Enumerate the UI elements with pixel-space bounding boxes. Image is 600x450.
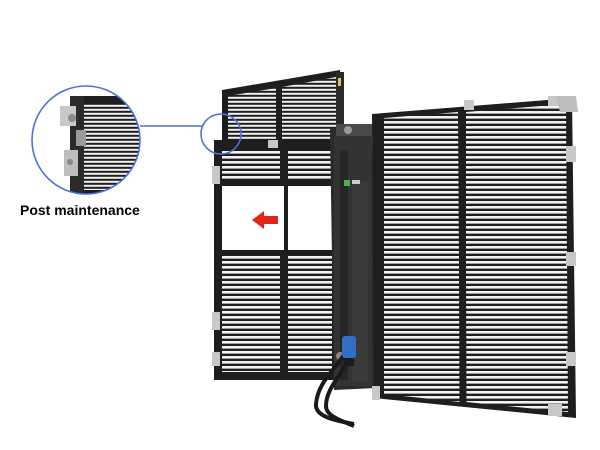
power-cable: [314, 336, 356, 428]
callout-ring: [31, 85, 141, 195]
right-cabinet: [372, 96, 578, 418]
removed-module-slot-right: [288, 186, 332, 250]
zoom-callout: [31, 85, 141, 195]
left-cabinet: [212, 140, 336, 380]
detail-marker-ring: [200, 113, 242, 155]
arrow-left-icon: [252, 211, 278, 229]
caption-post-maintenance: Post maintenance: [20, 202, 140, 218]
top-module: [222, 70, 344, 150]
